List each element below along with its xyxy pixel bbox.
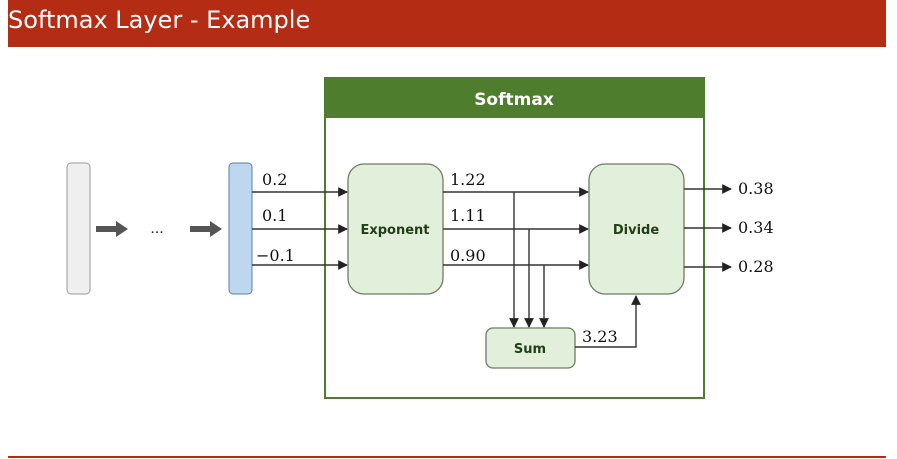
input-layer [228, 162, 253, 295]
edge-sum-to-divide [575, 295, 641, 348]
thick-arrow-icon [190, 221, 222, 237]
output-value: 0.34 [738, 218, 774, 237]
exponent-output-value: 1.11 [450, 206, 486, 225]
ellipsis: ... [150, 220, 163, 237]
title-bar [8, 0, 886, 47]
thick-arrow-icon [96, 221, 128, 237]
footer-divider [8, 456, 886, 458]
softmax-header [325, 78, 704, 118]
input-value: 0.1 [262, 206, 287, 225]
input-value: 0.2 [262, 170, 287, 189]
divide-label: Divide [613, 223, 659, 238]
sum-value: 3.23 [582, 327, 618, 346]
slide-title: Softmax Layer - Example [8, 6, 311, 34]
previous-layer [66, 162, 91, 295]
exponent-output-value: 1.22 [450, 170, 486, 189]
output-value: 0.28 [738, 257, 774, 276]
sum-node [485, 327, 576, 369]
exponent-label: Exponent [360, 223, 429, 238]
output-value: 0.38 [738, 179, 774, 198]
sum-label: Sum [514, 342, 546, 357]
divide-node [588, 163, 685, 295]
exponent-output-value: 0.90 [450, 246, 486, 265]
input-value: −0.1 [256, 246, 295, 265]
softmax-label: Softmax [474, 90, 554, 110]
